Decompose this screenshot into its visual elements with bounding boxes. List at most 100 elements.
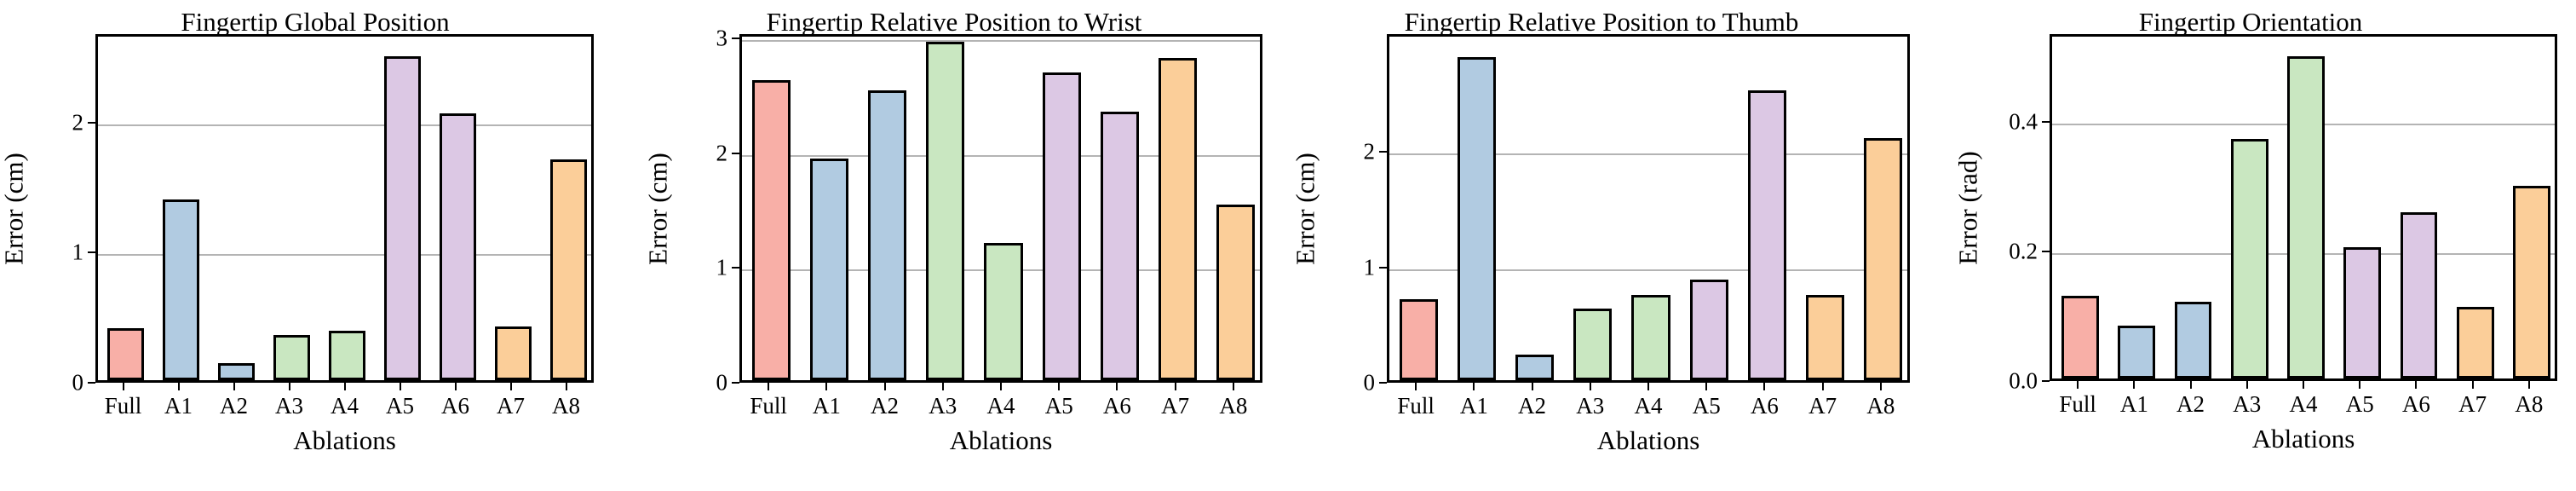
- x-tick-label-a5: A5: [386, 393, 414, 419]
- x-tick-label-a8: A8: [552, 393, 580, 419]
- y-axis-label: Error (rad): [1952, 150, 1982, 265]
- y-tick-mark: [1379, 382, 1387, 384]
- bar: [1100, 112, 1139, 380]
- y-tick-label: 1: [716, 254, 728, 280]
- y-tick-mark: [732, 382, 739, 384]
- x-tick-label-a2: A2: [2176, 391, 2205, 417]
- y-axis-label: Error (cm): [1290, 152, 1320, 265]
- x-tick-label-a3: A3: [275, 393, 303, 419]
- bar: [218, 363, 255, 380]
- bar: [2174, 302, 2212, 378]
- y-tick-mark: [88, 121, 95, 124]
- y-tick-label: 2: [72, 109, 84, 136]
- bar: [1042, 72, 1081, 380]
- x-tick-mark: [2415, 381, 2418, 389]
- x-tick-mark: [1531, 383, 1533, 390]
- chart-title: Fingertip Orientation: [2138, 7, 2363, 37]
- x-tick-label-a3: A3: [1576, 393, 1605, 419]
- x-axis-label: Ablations: [2251, 424, 2355, 453]
- x-tick-mark: [1000, 383, 1002, 390]
- bar: [329, 331, 365, 380]
- x-tick-label-a5: A5: [1044, 393, 1073, 419]
- bar: [1631, 294, 1670, 380]
- bar: [550, 159, 587, 380]
- y-tick-label: 2: [716, 140, 728, 166]
- x-tick-label-a3: A3: [929, 393, 957, 419]
- x-tick-label-a4: A4: [2289, 391, 2318, 417]
- x-tick-label-full: Full: [1397, 393, 1435, 419]
- x-tick-mark: [1473, 383, 1475, 390]
- x-tick-mark: [1174, 383, 1176, 390]
- bar: [1399, 299, 1438, 380]
- bar: [1216, 205, 1256, 380]
- y-tick-mark: [1379, 266, 1387, 269]
- bar: [1747, 90, 1786, 380]
- x-tick-mark: [288, 383, 290, 390]
- x-tick-label-a1: A1: [164, 393, 193, 419]
- chart-title: Fingertip Relative Position to Thumb: [1404, 7, 1799, 37]
- bar: [2400, 211, 2438, 378]
- x-tick-mark: [509, 383, 512, 390]
- y-gridline: [98, 124, 591, 126]
- x-tick-mark: [1821, 383, 1824, 390]
- x-tick-label-full: Full: [750, 393, 787, 419]
- x-tick-mark: [1415, 383, 1417, 390]
- x-tick-mark: [1705, 383, 1708, 390]
- x-tick-mark: [1058, 383, 1061, 390]
- x-tick-label-a8: A8: [2515, 391, 2544, 417]
- x-tick-label-a4: A4: [1634, 393, 1663, 419]
- x-tick-label-a4: A4: [331, 393, 359, 419]
- bar: [1457, 56, 1496, 380]
- bar: [751, 79, 791, 380]
- y-tick-mark: [2042, 120, 2050, 123]
- x-tick-label-a7: A7: [1808, 393, 1837, 419]
- x-tick-mark: [122, 383, 124, 390]
- y-tick-mark: [732, 38, 739, 40]
- bar: [2061, 296, 2099, 378]
- x-tick-label-a1: A1: [2119, 391, 2148, 417]
- y-gridline: [1389, 269, 1907, 271]
- y-gridline: [98, 254, 591, 257]
- y-tick-mark: [2042, 250, 2050, 252]
- x-tick-mark: [1763, 383, 1766, 390]
- x-tick-mark: [825, 383, 828, 390]
- bar: [1515, 355, 1555, 380]
- y-tick-mark: [2042, 380, 2050, 382]
- x-tick-mark: [2077, 381, 2079, 389]
- y-tick-mark: [732, 152, 739, 154]
- y-tick-label: 3: [716, 25, 728, 51]
- bar: [1689, 280, 1728, 380]
- x-tick-label-a2: A2: [871, 393, 900, 419]
- x-tick-mark: [883, 383, 886, 390]
- x-tick-label-a2: A2: [220, 393, 248, 419]
- plot-area: [2050, 34, 2557, 381]
- plot-area: [1387, 34, 1910, 383]
- x-tick-mark: [343, 383, 346, 390]
- x-tick-mark: [2359, 381, 2361, 389]
- plot-area: [95, 34, 594, 383]
- bar: [2513, 186, 2550, 378]
- x-tick-label-a1: A1: [812, 393, 841, 419]
- x-axis-label: Ablations: [949, 425, 1053, 455]
- bar: [1864, 137, 1903, 380]
- y-tick-mark: [88, 382, 95, 384]
- x-tick-label-a7: A7: [1161, 393, 1190, 419]
- x-tick-mark: [1647, 383, 1649, 390]
- bar: [1806, 294, 1845, 380]
- x-tick-mark: [1879, 383, 1882, 390]
- y-gridline: [742, 40, 1260, 43]
- x-tick-label-a1: A1: [1459, 393, 1488, 419]
- x-tick-label-a2: A2: [1518, 393, 1547, 419]
- bar: [926, 42, 965, 380]
- x-tick-mark: [2303, 381, 2304, 389]
- bar: [809, 159, 848, 380]
- y-tick-mark: [732, 267, 739, 269]
- y-tick-label: 0: [716, 369, 728, 396]
- x-tick-mark: [565, 383, 567, 390]
- x-tick-mark: [2245, 381, 2248, 389]
- x-tick-label-full: Full: [104, 393, 142, 419]
- y-tick-label: 0: [1363, 369, 1376, 396]
- x-tick-label-a6: A6: [1750, 393, 1779, 419]
